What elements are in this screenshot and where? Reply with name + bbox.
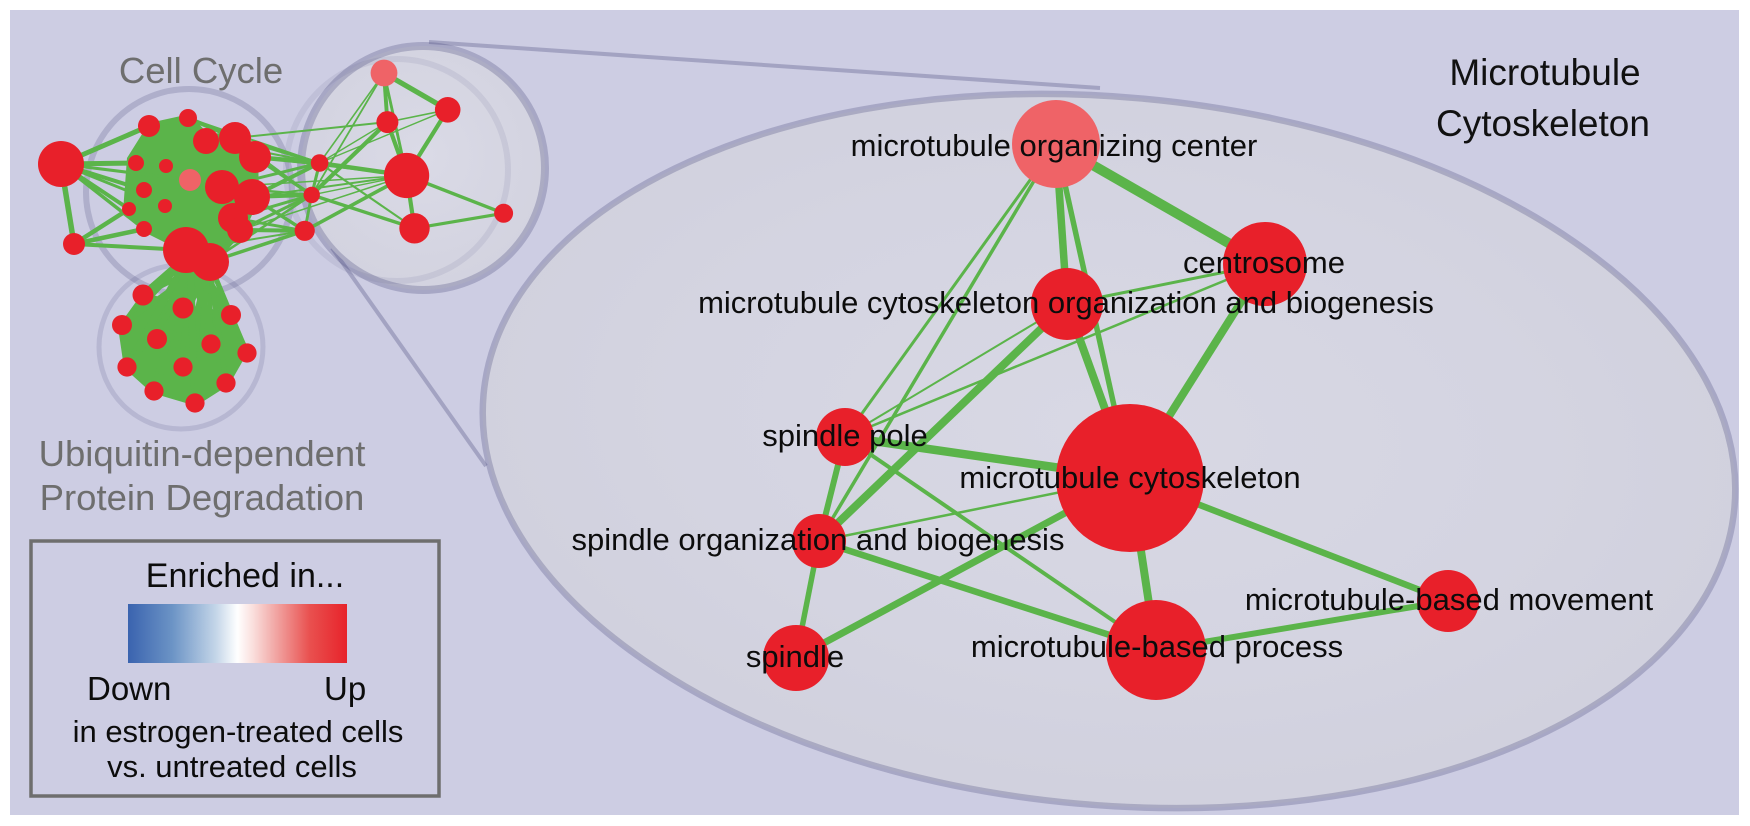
- svg-text:in estrogen-treated cells: in estrogen-treated cells: [73, 714, 404, 749]
- svg-text:microtubule-based movement: microtubule-based movement: [1245, 582, 1654, 617]
- svg-text:spindle pole: spindle pole: [762, 418, 927, 453]
- svg-text:Ubiquitin-dependent: Ubiquitin-dependent: [39, 433, 366, 474]
- svg-text:spindle organization and bioge: spindle organization and biogenesis: [572, 522, 1065, 557]
- svg-text:Cytoskeleton: Cytoskeleton: [1436, 103, 1650, 144]
- svg-text:Microtubule: Microtubule: [1449, 52, 1640, 93]
- svg-text:Up: Up: [324, 670, 366, 707]
- svg-text:centrosome: centrosome: [1183, 245, 1345, 280]
- svg-text:microtubule-based process: microtubule-based process: [971, 629, 1343, 664]
- svg-text:microtubule cytoskeleton organ: microtubule cytoskeleton organization an…: [698, 285, 1434, 320]
- svg-text:spindle: spindle: [746, 639, 844, 674]
- svg-text:Down: Down: [87, 670, 171, 707]
- svg-text:Protein Degradation: Protein Degradation: [40, 477, 365, 518]
- svg-text:Cell Cycle: Cell Cycle: [119, 50, 283, 91]
- svg-text:microtubule organizing center: microtubule organizing center: [851, 128, 1258, 163]
- svg-text:vs. untreated cells: vs. untreated cells: [107, 749, 357, 784]
- svg-text:Enriched in...: Enriched in...: [146, 557, 344, 595]
- svg-text:microtubule cytoskeleton: microtubule cytoskeleton: [959, 460, 1300, 495]
